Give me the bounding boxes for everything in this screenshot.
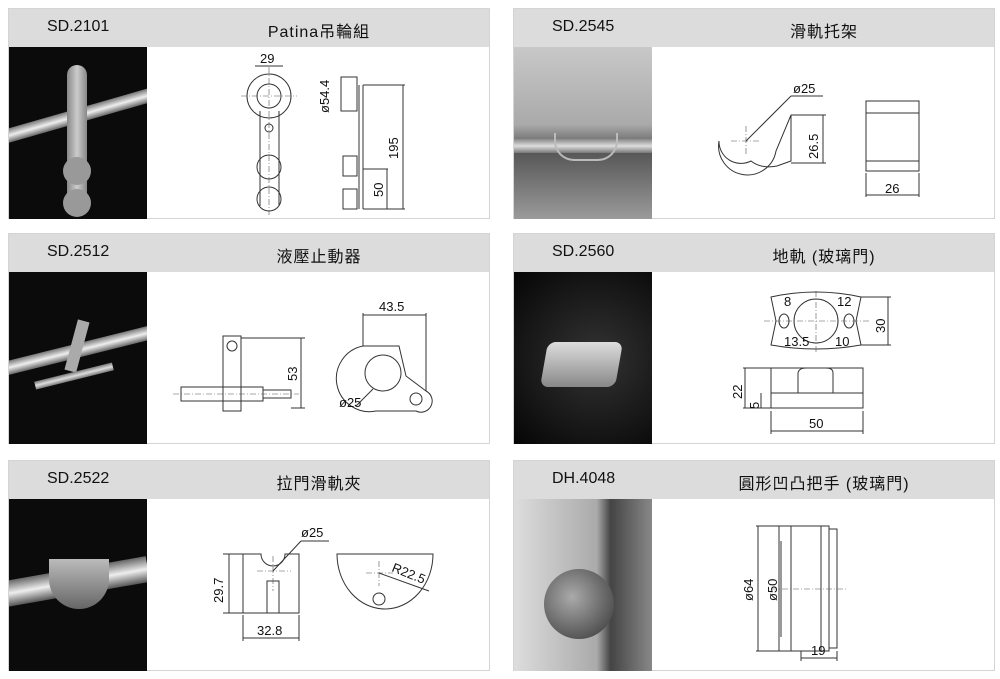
product-code: SD.2545 xyxy=(552,18,615,35)
card-header: SD.2560 地軌 (玻璃門) xyxy=(514,234,994,272)
card-header: SD.2101 Patina吊輪組 xyxy=(9,9,489,47)
dim-depth: 30 xyxy=(873,319,888,333)
product-photo xyxy=(514,499,652,671)
technical-drawing: ø64 ø50 19 xyxy=(741,525,846,661)
product-code: SD.2522 xyxy=(47,470,110,487)
dim-diameter: ø25 xyxy=(339,395,361,410)
product-name: Patina吊輪組 xyxy=(267,24,371,41)
product-card-sd2545: SD.2545 滑軌托架 ø25 26.5 26 xyxy=(513,8,995,219)
dim-diameter: ø54.4 xyxy=(317,80,332,113)
product-name: 圓形凹凸把手 (玻璃門) xyxy=(738,476,910,493)
product-name: 滑軌托架 xyxy=(789,24,858,41)
product-photo xyxy=(9,499,147,671)
dim-base: 5 xyxy=(747,402,762,409)
dim-height: 26.5 xyxy=(806,134,821,159)
product-card-sd2512: SD.2512 液壓止動器 53 43.5 ø25 xyxy=(8,233,490,444)
product-card-sd2101: SD.2101 Patina吊輪組 29 195 50 ø54.4 xyxy=(8,8,490,219)
dim-depth: 19 xyxy=(811,643,825,658)
dim-width: 29 xyxy=(260,51,274,66)
card-header: SD.2512 液壓止動器 xyxy=(9,234,489,272)
dim-height: 29.7 xyxy=(211,578,226,603)
dim-radius: R22.5 xyxy=(390,560,428,587)
card-header: DH.4048 圓形凹凸把手 (玻璃門) xyxy=(514,461,994,499)
product-card-sd2560: SD.2560 地軌 (玻璃門) 8 12 13.5 10 30 22 5 50 xyxy=(513,233,995,444)
product-photo xyxy=(514,47,652,219)
technical-drawing: 8 12 13.5 10 30 22 5 50 xyxy=(730,291,891,434)
product-code: DH.4048 xyxy=(552,470,616,487)
dim-width: 26 xyxy=(885,181,899,196)
dim-height: 22 xyxy=(730,385,745,399)
dim-d: 10 xyxy=(835,334,849,349)
dim-outer: ø64 xyxy=(741,579,756,601)
dim-width: 50 xyxy=(809,416,823,431)
product-code: SD.2560 xyxy=(552,243,615,260)
card-header: SD.2545 滑軌托架 xyxy=(514,9,994,47)
product-name: 拉門滑軌夾 xyxy=(276,476,362,493)
product-card-sd2522: SD.2522 拉門滑軌夾 ø25 29.7 32.8 R22.5 xyxy=(8,460,490,671)
product-photo xyxy=(514,272,652,444)
card-header: SD.2522 拉門滑軌夾 xyxy=(9,461,489,499)
dim-width: 32.8 xyxy=(257,623,282,638)
dim-b: 12 xyxy=(837,294,851,309)
dim-spacing: 50 xyxy=(371,183,386,197)
technical-drawing: ø25 26.5 26 xyxy=(718,81,920,197)
dim-width: 43.5 xyxy=(379,299,404,314)
product-photo xyxy=(9,47,147,219)
dim-height: 195 xyxy=(386,137,401,159)
product-name: 液壓止動器 xyxy=(276,249,362,266)
dim-a: 8 xyxy=(784,294,791,309)
product-name: 地軌 (玻璃門) xyxy=(772,249,876,266)
dim-inner: ø50 xyxy=(765,579,780,601)
technical-drawing: 29 195 50 ø54.4 xyxy=(241,51,405,215)
dim-diameter: ø25 xyxy=(301,525,323,540)
product-card-dh4048: DH.4048 圓形凹凸把手 (玻璃門) ø64 ø50 19 xyxy=(513,460,995,671)
dim-height: 53 xyxy=(285,367,300,381)
product-code: SD.2512 xyxy=(47,243,110,260)
product-photo xyxy=(9,272,147,444)
technical-drawing: ø25 29.7 32.8 R22.5 xyxy=(211,525,434,641)
dim-c: 13.5 xyxy=(784,334,809,349)
dim-diameter: ø25 xyxy=(793,81,815,96)
product-code: SD.2101 xyxy=(47,18,110,35)
technical-drawing: 53 43.5 ø25 xyxy=(173,299,433,413)
